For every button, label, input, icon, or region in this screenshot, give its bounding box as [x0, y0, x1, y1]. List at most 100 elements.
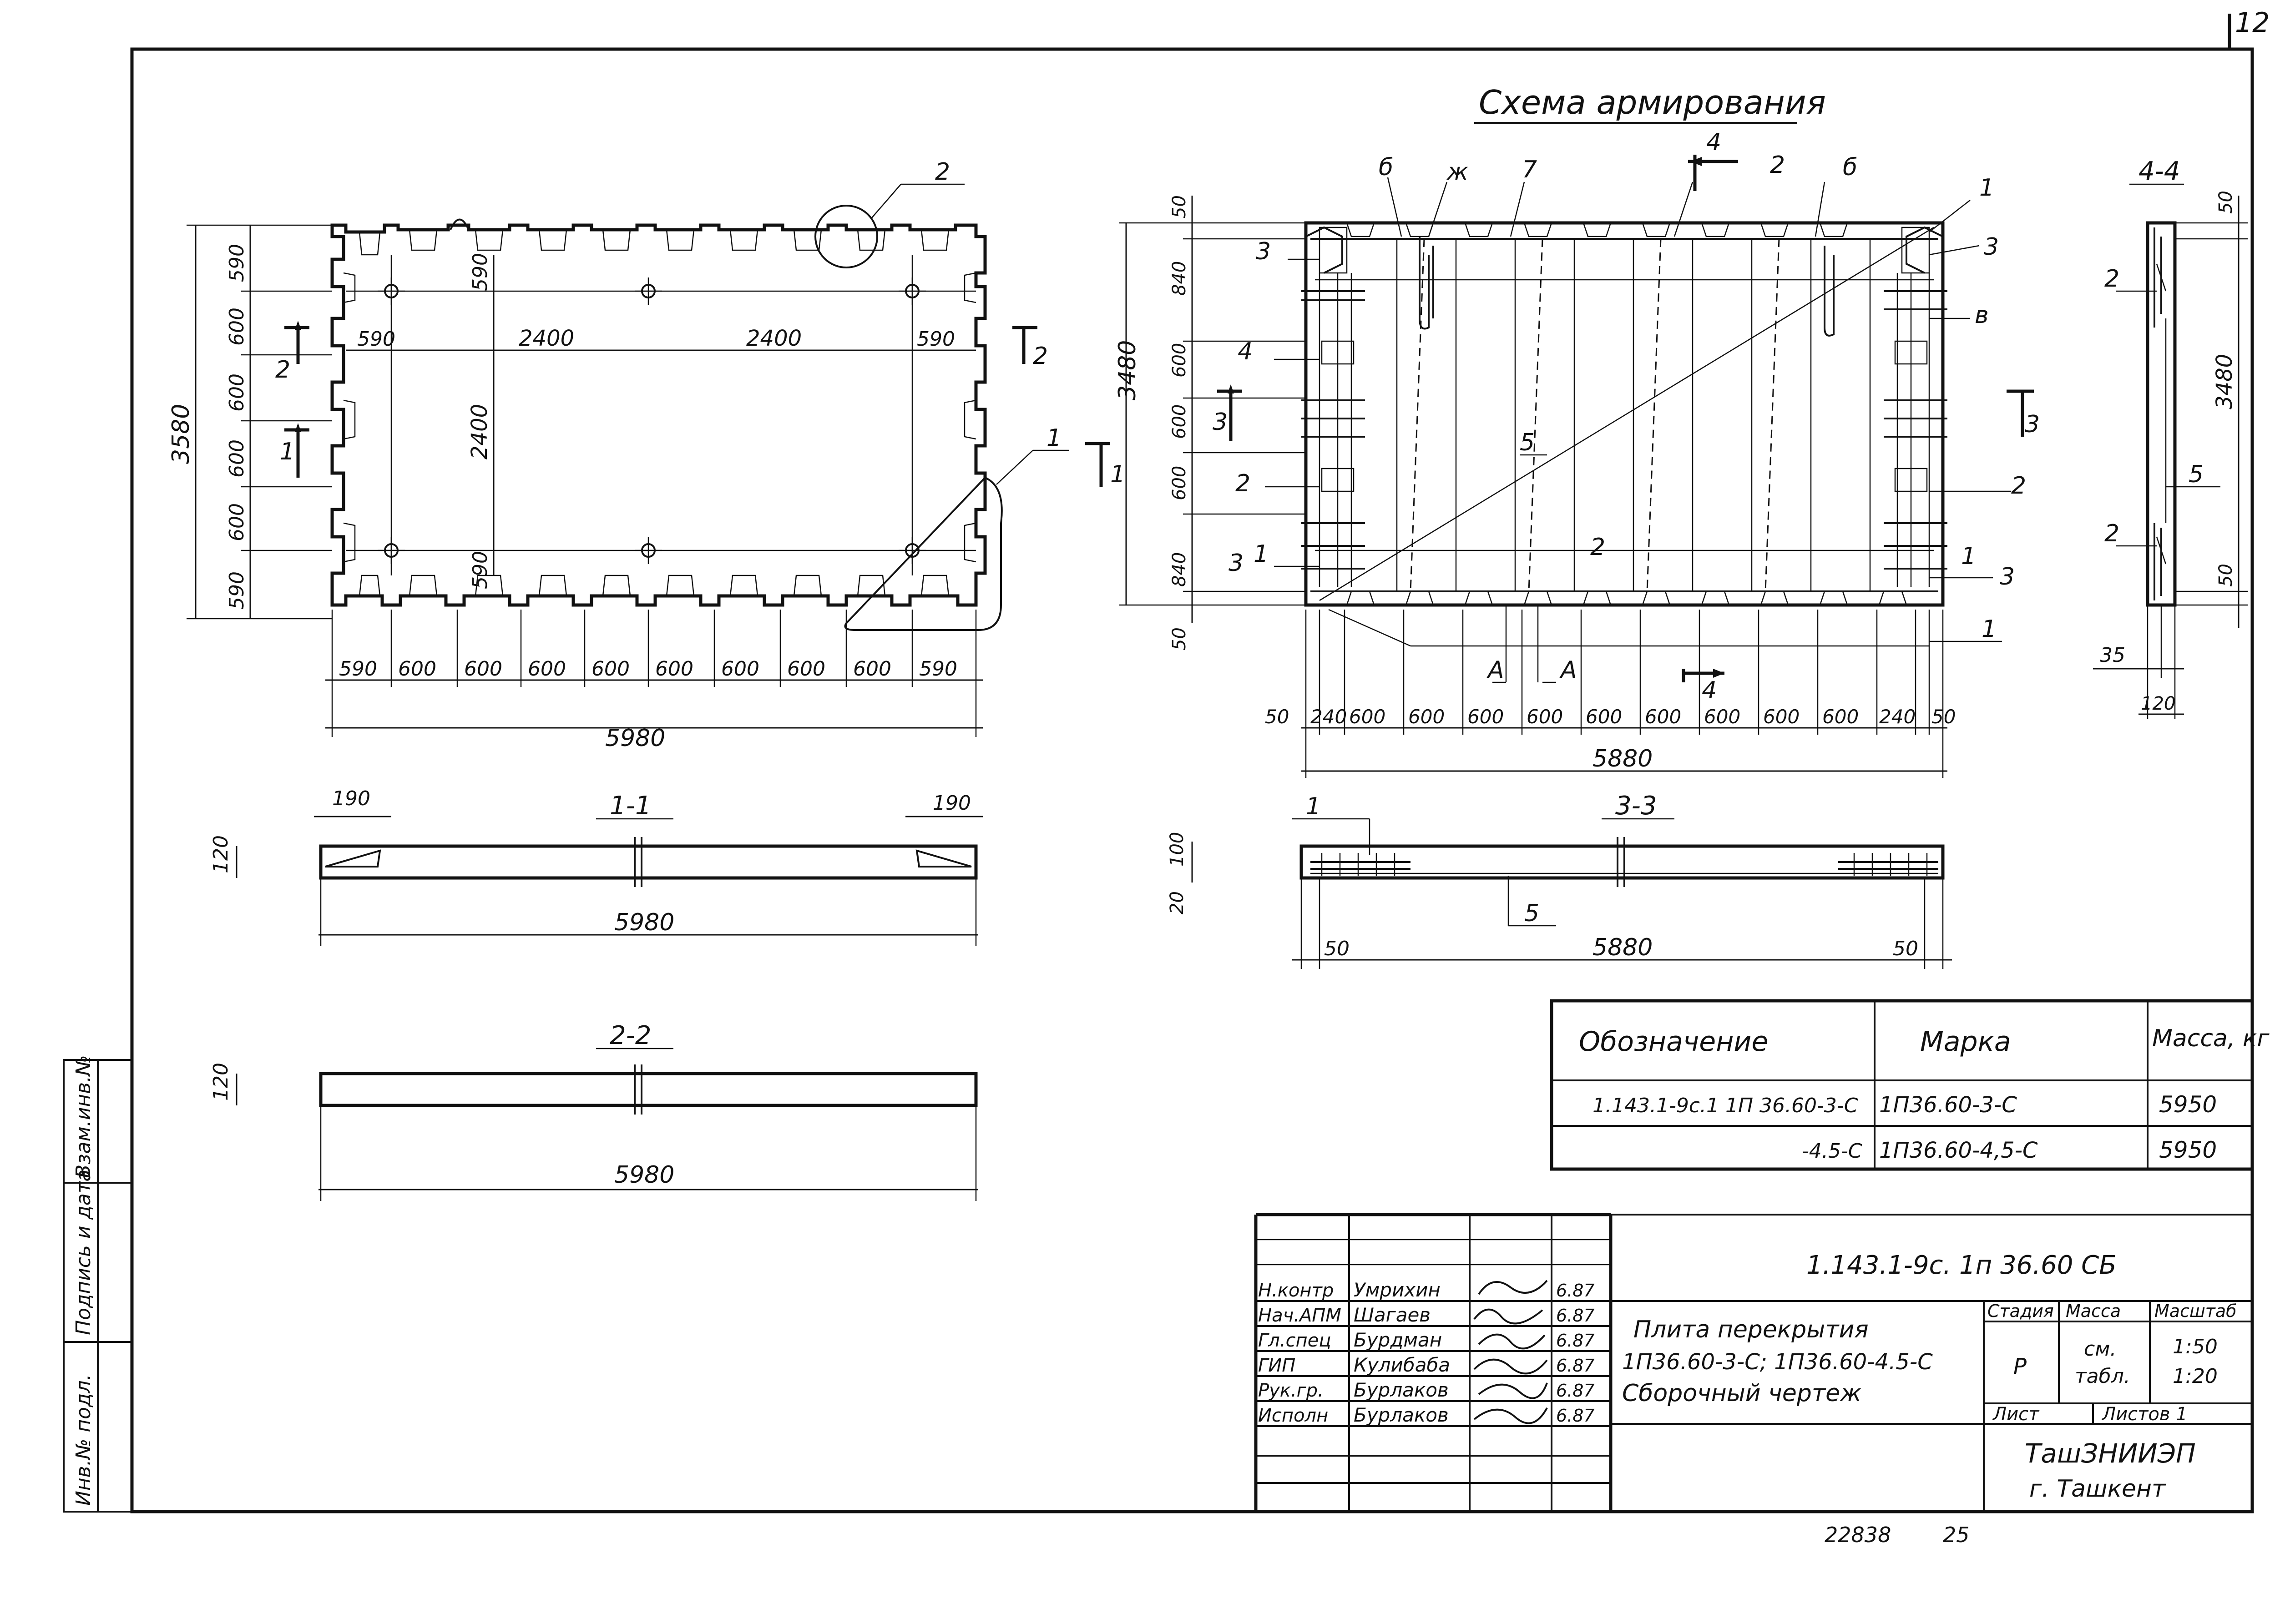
plan-inner-2400-b: 2400: [746, 326, 802, 351]
reinf-dim-l0: 50: [1169, 195, 1190, 218]
section-3-3-dim-50-left: 50: [1324, 937, 1350, 960]
stamp-label-inventory: Инв.№ подл.: [72, 1374, 95, 1506]
footer-number: 22838: [1825, 1523, 1891, 1547]
section-4-4-dim-35: 35: [2100, 644, 2125, 667]
reinf-label-left-3: 2: [1235, 470, 1250, 497]
reinf-label-top-2: 7: [1522, 156, 1537, 183]
reinf-label-right-3: 2: [2011, 472, 2026, 499]
plan-dim-b0: 590: [339, 657, 377, 681]
reinf-label-right-0: 3: [1984, 233, 1999, 261]
section-2-2-thickness: 120: [209, 1063, 233, 1101]
reinf-dim-l3: 600: [1169, 404, 1190, 439]
title-block-date-1: 6.87: [1556, 1306, 1595, 1326]
title-block-date-3: 6.87: [1556, 1356, 1595, 1376]
marks-row2-mass: 5950: [2159, 1137, 2217, 1163]
reinf-dim-b0: 50: [1265, 706, 1289, 728]
plan-dim-b4: 600: [592, 657, 630, 681]
section-4-4-label-2-top: 2: [2104, 265, 2119, 293]
plan-dim-b3: 600: [528, 657, 566, 681]
reinforcement-scheme: Схема армирования: [1114, 83, 2040, 778]
plan-dim-b5: 600: [655, 657, 693, 681]
plan-total-width: 5980: [605, 725, 665, 752]
plan-total-height: 3580: [167, 404, 195, 464]
plan-dim-b6: 600: [721, 657, 759, 681]
title-block-name-1: Шагаев: [1354, 1304, 1431, 1326]
reinf-label-left-4: 3: [1228, 550, 1244, 577]
reinf-dim-b7: 600: [1645, 706, 1681, 728]
svg-text:2: 2: [1033, 343, 1048, 370]
title-block-name-2: Бурдман: [1354, 1329, 1442, 1351]
reinf-dim-l1: 840: [1169, 261, 1190, 296]
section-1-1-length: 5980: [614, 909, 674, 936]
plan-dim-b7: 600: [787, 657, 825, 681]
title-block-name-4: Бурлаков: [1354, 1379, 1449, 1401]
reinf-label-inner-1: 2: [1590, 534, 1605, 561]
marks-header-mark: Марка: [1920, 1026, 2011, 1058]
plan-inner-590-left: 590: [357, 328, 395, 351]
plan-left-ticks: [187, 224, 332, 620]
reinf-dim-b10: 600: [1822, 706, 1859, 728]
title-block-name-line-1: Плита перекрытия: [1633, 1316, 1869, 1343]
title-block-date-4: 6.87: [1556, 1381, 1595, 1401]
plan-inner-590-top: 590: [469, 253, 492, 291]
reinf-dim-b6: 600: [1586, 706, 1622, 728]
reinf-label-inner-3: А: [1559, 656, 1577, 684]
title-block-stage-value: Р: [2013, 1354, 2027, 1379]
reinf-label-top-6: 1: [1979, 174, 1994, 202]
section-1-1: 1-1 190 190 120 5980: [209, 787, 983, 946]
reinf-dim-l4: 600: [1169, 466, 1190, 500]
reinf-label-top-5: б: [1843, 154, 1857, 181]
section-1-1-title: 1-1: [610, 791, 651, 821]
section-1-1-dim-left: 190: [332, 787, 370, 810]
section-3-3-title: 3-3: [1615, 791, 1657, 821]
section-3-3-bars: [1321, 853, 1928, 876]
reinf-label-right-1: в: [1975, 302, 1989, 329]
title-block: Н.контр Нач.АПМ Гл.спец ГИП Рук.гр. Испо…: [1254, 1213, 2252, 1512]
section-3-3-dim-50-right: 50: [1893, 937, 1918, 960]
svg-text:2: 2: [275, 356, 290, 383]
reinf-dim-l2: 600: [1169, 343, 1190, 378]
title-block-date-5: 6.87: [1556, 1406, 1595, 1426]
plan-inner-2400-vertical: 2400: [467, 404, 492, 459]
plan-dim-b8: 600: [853, 657, 891, 681]
reinf-label-right-2: 3: [2025, 411, 2040, 438]
reinf-end-mesh-right: [1884, 227, 1947, 587]
section-3-3-dim-100: 100: [1167, 832, 1188, 867]
marks-row2-designation: -4.5-С: [1802, 1140, 1862, 1163]
title-block-name-5: Бурлаков: [1354, 1404, 1449, 1426]
reinf-label-top-3: 4: [1706, 129, 1721, 156]
section-4-4-title: 4-4: [2138, 156, 2180, 186]
plan-bottom-ticks: [331, 610, 977, 737]
title-block-scale-header: Масштаб: [2154, 1301, 2237, 1321]
reinf-label-right-4: 1: [1961, 543, 1976, 570]
reinf-dim-b3: 600: [1408, 706, 1445, 728]
title-block-role-3: ГИП: [1258, 1355, 1295, 1376]
plan-dim-l4: 600: [225, 503, 248, 541]
plan-dim-l5: 590: [225, 571, 248, 610]
svg-text:1: 1: [1110, 461, 1125, 488]
section-2-2-title: 2-2: [610, 1021, 651, 1050]
plan-callout-2: 2: [935, 158, 950, 186]
reinf-total-height: 3480: [1114, 340, 1141, 400]
plan-teeth: [343, 229, 976, 596]
section-3-3-label-5: 5: [1524, 900, 1539, 927]
title-block-sheet-label: Лист: [1992, 1404, 2040, 1425]
plan-dim-l0: 590: [225, 244, 248, 282]
plan-dim-b1: 600: [398, 657, 436, 681]
plan-callout-1: 1: [1046, 424, 1062, 452]
section-4-4: 4-4 2 5 2 50 3480 50 35 120: [2093, 156, 2248, 719]
plan-view: 590 2400 2400 590 2400 590 590 2 1 1 2 2: [167, 158, 1125, 752]
reinf-label-left-0: 3: [1256, 238, 1271, 265]
reinf-label-top-1: ж: [1446, 158, 1468, 186]
reinf-total-width: 5880: [1592, 745, 1653, 772]
reinf-inner-labels: 5 2 А А 4 1: [1328, 429, 2002, 704]
page-number: 12: [2235, 7, 2270, 39]
title-block-date-2: 6.87: [1556, 1331, 1595, 1351]
reinf-dim-b2: 600: [1349, 706, 1385, 728]
cut-mark-2-2-right: 2: [1012, 326, 1048, 370]
plan-dim-l1: 600: [225, 308, 248, 346]
reinf-label-top-4: 2: [1770, 151, 1785, 179]
title-block-mass-value-2: табл.: [2075, 1365, 2130, 1388]
title-block-signatures: [1473, 1280, 1548, 1424]
reinforcement-title: Схема армирования: [1479, 83, 1826, 121]
